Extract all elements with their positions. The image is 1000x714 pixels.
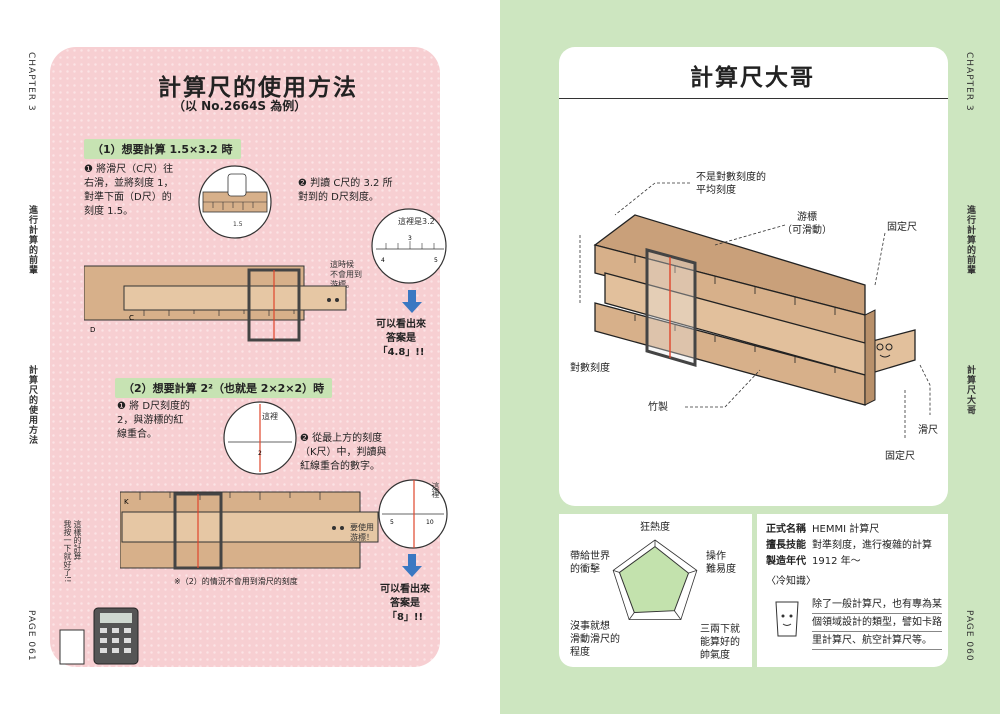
svg-text:10: 10 [426, 519, 434, 526]
step1-hand-b: 這時候不會用到游標。 [330, 260, 362, 289]
beaker-icon [775, 601, 799, 637]
down-arrow-icon [402, 290, 422, 313]
page-subtitle-left: （以 No.2664S 為例） [173, 99, 307, 113]
step1-note-a: ❶ 將滑尺（C尺）往右滑，並將刻度 1， 對準下面（D尺）的刻度 1.5。 [84, 164, 174, 217]
side-topic-left: 計算尺的使用方法 [27, 365, 37, 445]
side-topic-right: 計算尺大哥 [965, 365, 975, 415]
radar-axis-2: 三兩下就 能算好的 帥氣度 [700, 624, 740, 661]
step2-hand-a: 這裡 [262, 412, 278, 421]
trivia-title: 〈冷知識〉 [766, 576, 816, 587]
side-section-right: 進行計算的前輩 [965, 205, 975, 275]
label-cursor: 游標（可滑動） [782, 212, 832, 236]
info-skill: 擅長技能對準刻度，進行複雜的計算 [766, 540, 932, 551]
step2-note-b: ❷ 從最上方的刻度（K尺）中，判讀與紅線重合的數字。 [300, 433, 387, 472]
slide-rule-illustration [579, 182, 931, 440]
radar-axis-3: 沒事就想 滑動滑尺的 程度 [570, 621, 620, 658]
svg-text:5: 5 [390, 519, 394, 526]
scale-c-label: C [129, 314, 134, 322]
slide-rule-diagram-1: C D [84, 265, 347, 342]
calculator-icon [59, 607, 139, 665]
radar-axis-4: 帶給世界 的衝擊 [570, 551, 610, 575]
step2-hand-b: 這裡 [431, 482, 440, 498]
svg-text:2: 2 [258, 450, 262, 457]
step1-answer: 可以看出來答案是「4.8」!! [376, 319, 426, 358]
title-divider [559, 98, 948, 99]
label-fixed-top: 固定尺 [887, 222, 917, 233]
side-section-left: 進行計算的前輩 [27, 205, 37, 275]
step2-heading: （2）想要計算 2²（也就是 2×2×2）時 [115, 378, 333, 398]
radar-axis-1: 操作 難易度 [706, 551, 736, 575]
step1-note-b: ❷ 判讀 C尺的 3.2 所對到的 D尺刻度。 [298, 178, 393, 203]
label-bamboo: 竹製 [648, 402, 668, 413]
zoom-circle-4: 5 10 [378, 479, 448, 549]
chapter-label-left: CHAPTER 3 [26, 52, 36, 112]
step2-hand-c: 要使用游標！ [350, 523, 374, 542]
label-fixed-bottom: 固定尺 [885, 451, 915, 462]
label-log-scale: 對數刻度 [570, 363, 610, 374]
zoom-circle-1: 1.5 [198, 165, 272, 239]
radar-value-shape [618, 545, 690, 613]
page-title-right: 計算尺大哥 [690, 65, 815, 91]
radar-axis-0: 狂熱度 [640, 522, 670, 533]
step1-heading: （1）想要計算 1.5×3.2 時 [84, 139, 241, 159]
slide-rule-diagram-2: K [120, 491, 379, 570]
info-card [757, 514, 948, 667]
scale-d-label: D [90, 326, 95, 334]
down-arrow-icon-2 [402, 554, 422, 577]
step2-answer: 可以看出來答案是「8」!! [380, 584, 430, 623]
scale-k-label: K [124, 498, 129, 506]
svg-text:3: 3 [408, 235, 412, 242]
radar-chart [612, 539, 698, 620]
svg-text:5: 5 [434, 257, 438, 264]
page-number-right: PAGE 060 [964, 610, 974, 662]
chapter-label-right: CHAPTER 3 [964, 52, 974, 112]
step2-hand-d: 這樣的計算我按一下就好了!! [63, 520, 82, 583]
zoom-circle-2: 3 4 5 [371, 208, 447, 284]
label-slide: 滑尺 [918, 425, 938, 436]
label-not-log: 不是對數刻度的平均刻度 [696, 172, 766, 196]
trivia-text: 除了一般計算尺，也有專為某 個領域設計的類型，譬如卡路 里計算尺、航空計算尺等。 [812, 596, 942, 650]
step1-hand-a: 這裡是3.2 [398, 217, 435, 226]
svg-text:4: 4 [381, 257, 385, 264]
step2-footnote: ※（2）的情況不會用到滑尺的刻度 [174, 577, 298, 586]
zoom-circle-3: 2 [223, 401, 297, 475]
page-number-left: PAGE 061 [26, 610, 36, 662]
radar-outline [612, 539, 698, 620]
left-page: CHAPTER 3 進行計算的前輩 計算尺的使用方法 PAGE 061 計算尺的… [26, 47, 448, 667]
svg-text:1.5: 1.5 [233, 221, 243, 228]
page-title-left: 計算尺的使用方法 [158, 75, 358, 101]
